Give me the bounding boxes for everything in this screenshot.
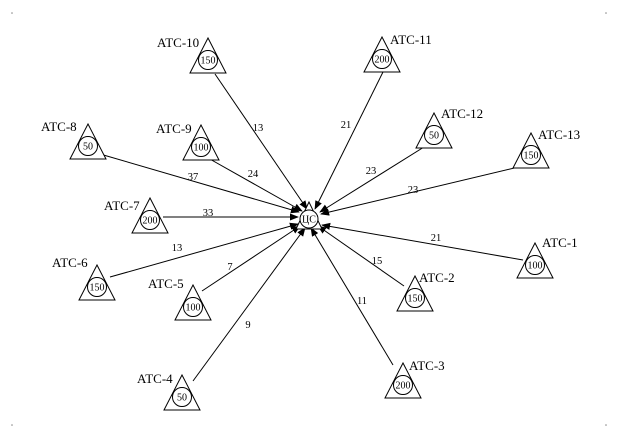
node-label-atc-13: АТС-13: [538, 127, 580, 142]
node-capacity-atc-1: 100: [528, 261, 543, 272]
node-capacity-atc-9: 100: [194, 143, 209, 154]
corner-dot: [605, 12, 607, 14]
edge-atc-11-to-center: [314, 67, 386, 210]
node-circle-atc-6: [87, 277, 107, 297]
node-label-atc-6: АТС-6: [52, 255, 88, 270]
node-circle-atc-5: [183, 297, 203, 317]
edge-atc-6-to-center: [109, 222, 299, 278]
node-circle-atc-4: [172, 387, 192, 407]
edge-atc-12-to-center: [319, 141, 433, 213]
edge-atc-2-to-center: [317, 225, 405, 287]
node-label-atc-3: АТС-3: [409, 358, 445, 373]
node-circle-atc-8: [78, 136, 98, 156]
node-circle-atc-1: [525, 255, 545, 275]
edge-weight-atc-2: 15: [372, 256, 383, 267]
node-circle-atc-13: [521, 145, 541, 165]
node-circle-atc-2: [405, 288, 425, 308]
edge-weight-atc-1: 21: [431, 233, 442, 244]
node-capacity-atc-11: 200: [375, 55, 390, 66]
edge-weight-atc-7: 33: [203, 208, 214, 219]
node-atc-2: 150 АТС-2: [396, 270, 455, 312]
edge-atc-13-to-center: [320, 164, 528, 216]
node-circle-atc-10: [198, 50, 218, 70]
edge-atc-5-to-center: [201, 225, 301, 292]
central-station-circle: [299, 209, 319, 229]
edge-atc-10-to-center: [214, 73, 308, 210]
edge-weight-atc-5: 7: [227, 262, 232, 273]
node-atc-6: 150 АТС-6: [52, 255, 116, 301]
node-atc-4: 50 АТС-4: [137, 371, 201, 411]
edge-atc-1-to-center: [321, 222, 524, 261]
node-label-atc-5: АТС-5: [148, 276, 184, 291]
edge-weight-atc-13: 23: [408, 185, 419, 196]
node-capacity-atc-12: 50: [429, 131, 439, 142]
node-capacity-atc-3: 200: [396, 381, 411, 392]
corner-dot: [11, 424, 13, 426]
node-capacity-atc-2: 150: [408, 294, 423, 305]
node-label-atc-9: АТС-9: [156, 121, 192, 136]
node-label-atc-4: АТС-4: [137, 371, 173, 386]
node-circle-atc-12: [424, 125, 444, 145]
node-atc-3: 200 АТС-3: [384, 358, 445, 399]
edge-atc-4-to-center: [192, 227, 306, 382]
edge-weight-atc-12: 23: [366, 166, 377, 177]
node-circle-atc-11: [372, 49, 392, 69]
node-atc-8: 50 АТС-8: [41, 119, 107, 160]
edge-atc-8-to-center: [99, 153, 300, 214]
node-capacity-atc-5: 100: [186, 303, 201, 314]
edge-weight-atc-9: 24: [248, 169, 259, 180]
node-atc-13: 150 АТС-13: [512, 127, 580, 169]
node-capacity-atc-10: 150: [201, 56, 216, 67]
node-atc-1: 100 АТС-1: [516, 235, 578, 279]
node-label-atc-2: АТС-2: [419, 270, 455, 285]
node-atc-5: 100 АТС-5: [148, 276, 212, 321]
edge-atc-3-to-center: [310, 227, 394, 366]
node-label-atc-8: АТС-8: [41, 119, 77, 134]
corner-dot: [605, 424, 607, 426]
node-label-atc-7: АТС-7: [104, 198, 140, 213]
central-station: ЦС: [295, 200, 323, 230]
central-station-label: ЦС: [302, 215, 316, 226]
edge-weight-atc-11: 21: [341, 120, 352, 131]
edge-weight-atc-4: 9: [245, 320, 250, 331]
node-capacity-atc-13: 150: [524, 151, 539, 162]
node-circle-atc-3: [393, 375, 413, 395]
edge-atc-9-to-center: [207, 157, 303, 212]
node-label-atc-1: АТС-1: [542, 235, 578, 250]
node-label-atc-12: АТС-12: [441, 106, 483, 121]
nodes-layer: 150АТС-10200АТС-1150АТС-12150АТС-13100АТ…: [41, 32, 580, 411]
node-label-atc-10: АТС-10: [157, 35, 199, 50]
node-capacity-atc-6: 150: [90, 283, 105, 294]
node-label-atc-11: АТС-11: [390, 32, 432, 47]
edge-weight-atc-3: 11: [357, 296, 367, 307]
edge-weight-atc-10: 13: [253, 123, 264, 134]
edges-layer: 13 21 23 23 21 15 11 9 7 13 33 37 24: [99, 67, 528, 382]
node-capacity-atc-7: 200: [143, 216, 158, 227]
node-circle-atc-9: [191, 137, 211, 157]
node-capacity-atc-4: 50: [177, 393, 187, 404]
edge-weight-atc-8: 37: [188, 172, 199, 183]
node-circle-atc-7: [140, 210, 160, 230]
node-capacity-atc-8: 50: [83, 142, 93, 153]
corner-dot: [11, 12, 13, 14]
edge-weight-atc-6: 13: [172, 243, 183, 254]
